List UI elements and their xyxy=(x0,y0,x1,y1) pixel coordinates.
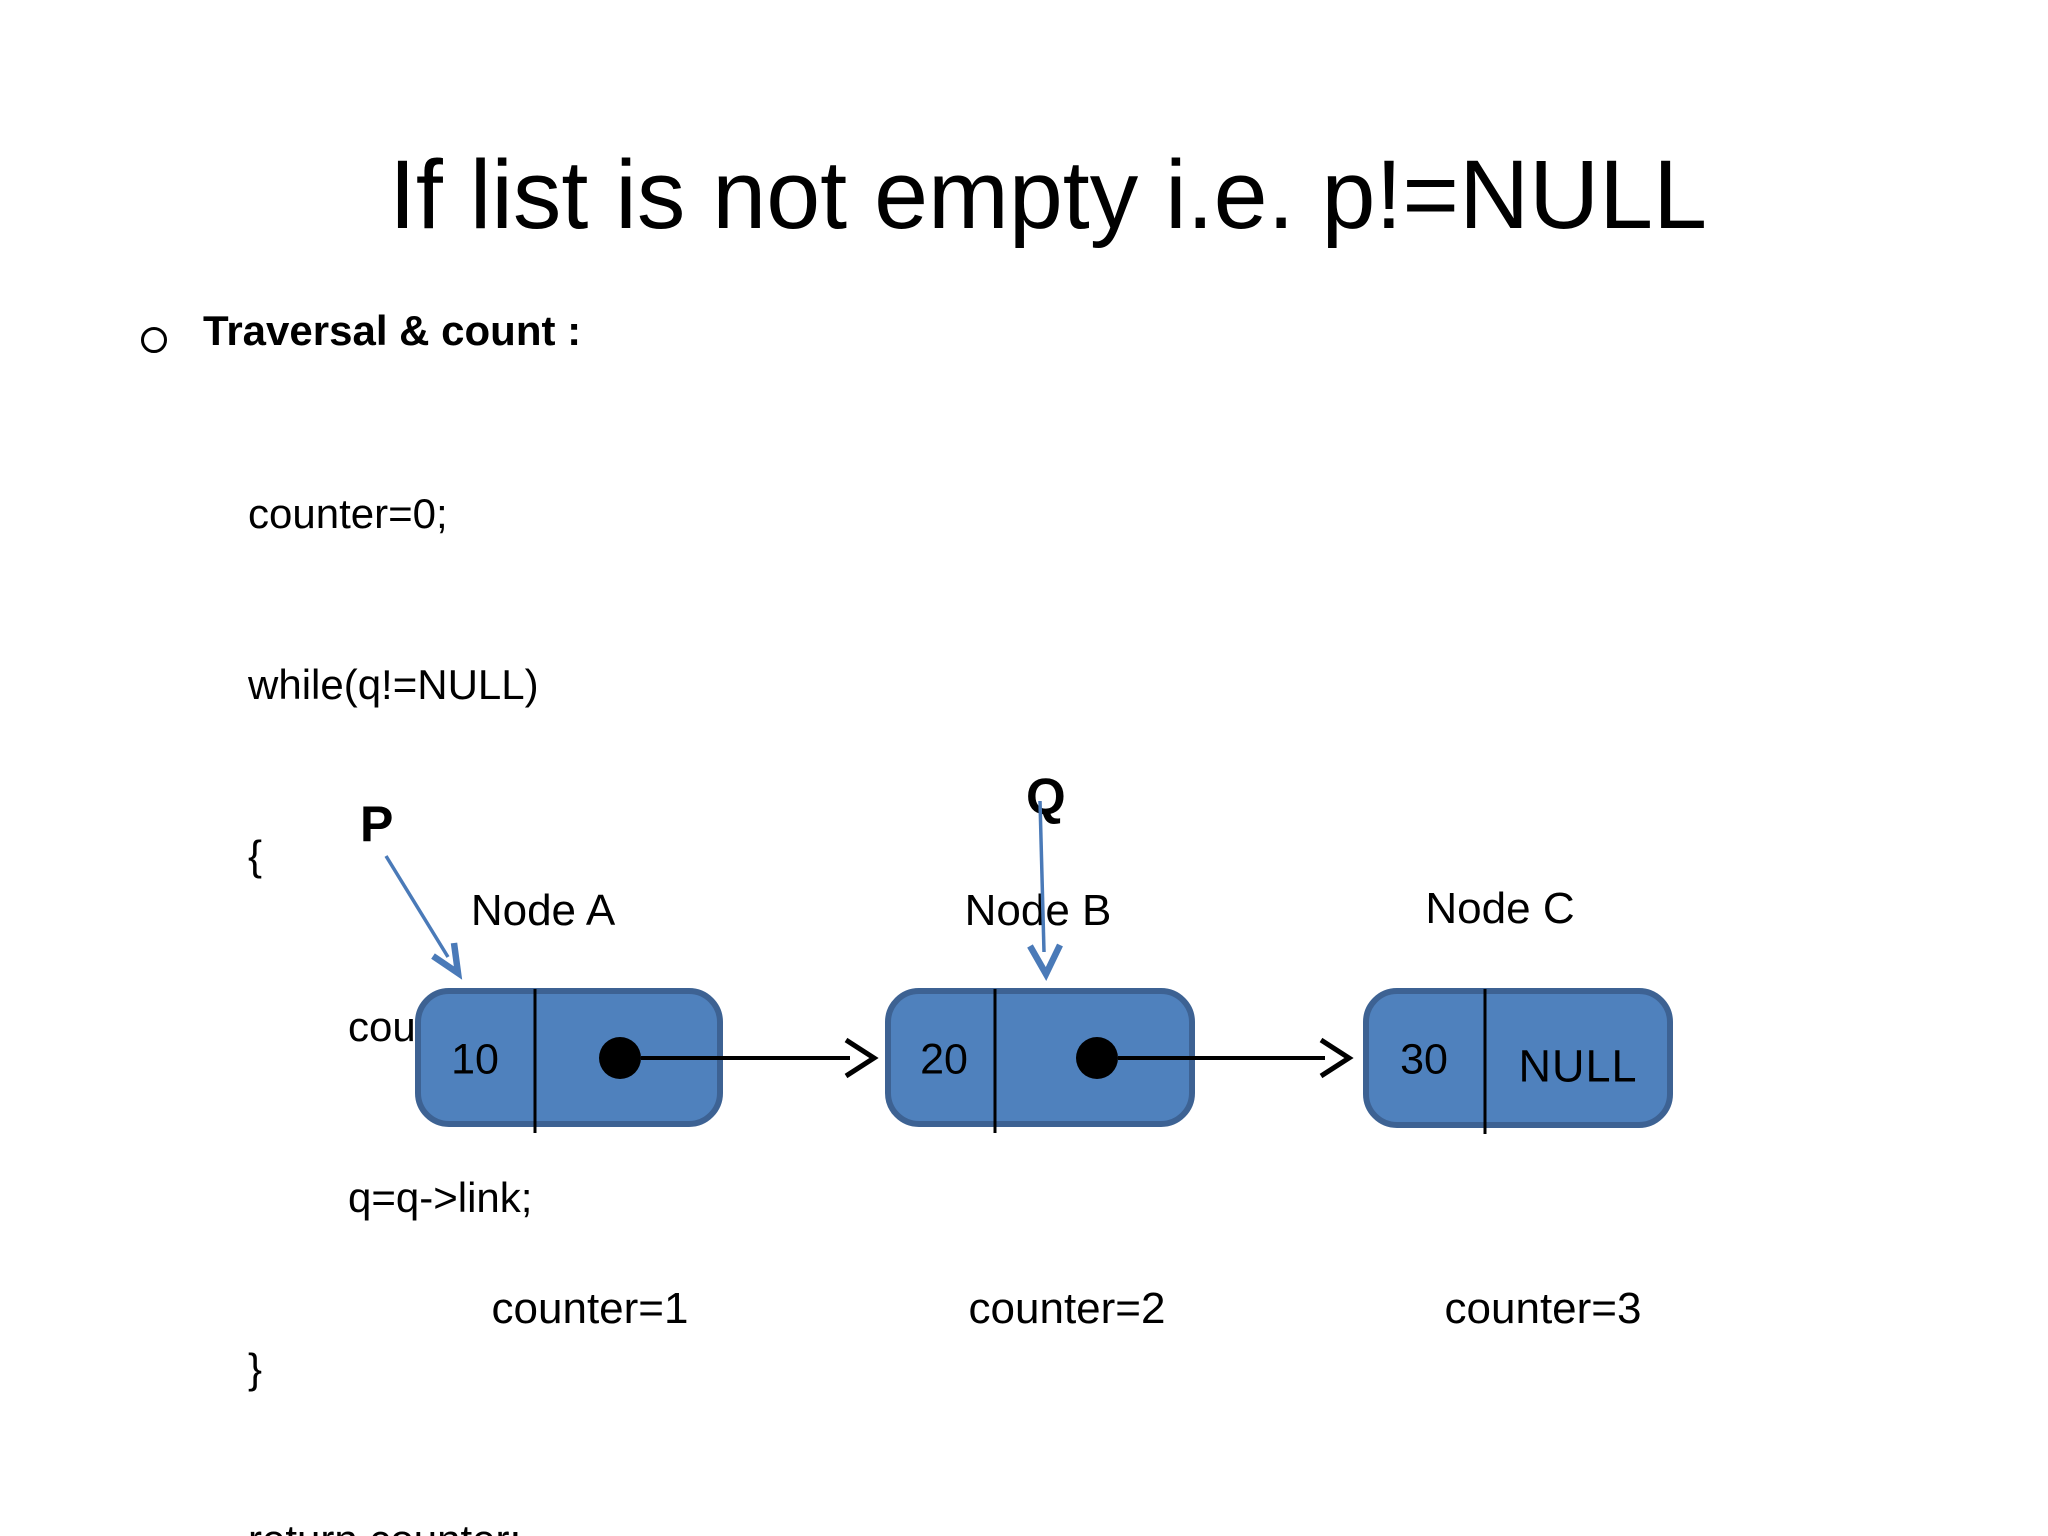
link-arrowhead-a-to-b-icon xyxy=(844,1037,879,1079)
node-a-value: 10 xyxy=(451,1035,499,1084)
code-line: q=q->link; xyxy=(348,1174,533,1221)
counter-label-2: counter=2 xyxy=(968,1284,1166,1333)
node-c-null-text: NULL xyxy=(1518,1040,1638,1092)
bullet-heading: Traversal & count : xyxy=(203,307,582,354)
code-line: counter=0; xyxy=(248,490,448,537)
code-line: return counter; xyxy=(248,1511,549,1536)
code-line: } xyxy=(248,1345,263,1392)
code-line: while(q!=NULL) xyxy=(248,661,539,708)
code-block: counter=0; while(q!=NULL) { counter++; q… xyxy=(248,371,549,1536)
counter-label-3: counter=3 xyxy=(1444,1284,1642,1333)
pointer-label-p: P xyxy=(360,796,394,852)
pointer-label-q: Q xyxy=(1026,768,1066,825)
node-b-value: 20 xyxy=(920,1035,968,1084)
node-c-value: 30 xyxy=(1400,1035,1448,1084)
bullet-circle-icon xyxy=(141,327,167,353)
node-a-label: Node A xyxy=(470,886,616,935)
node-c-label: Node C xyxy=(1425,884,1575,933)
counter-label-1: counter=1 xyxy=(491,1284,689,1333)
page-title: If list is not empty i.e. p!=NULL xyxy=(388,140,1708,249)
node-b-label: Node B xyxy=(964,886,1112,935)
link-arrowhead-b-to-c-icon xyxy=(1319,1037,1354,1079)
code-line: { xyxy=(248,832,263,879)
node-c-box xyxy=(1363,988,1673,1128)
pointer-q-arrowhead-icon xyxy=(1027,943,1063,981)
